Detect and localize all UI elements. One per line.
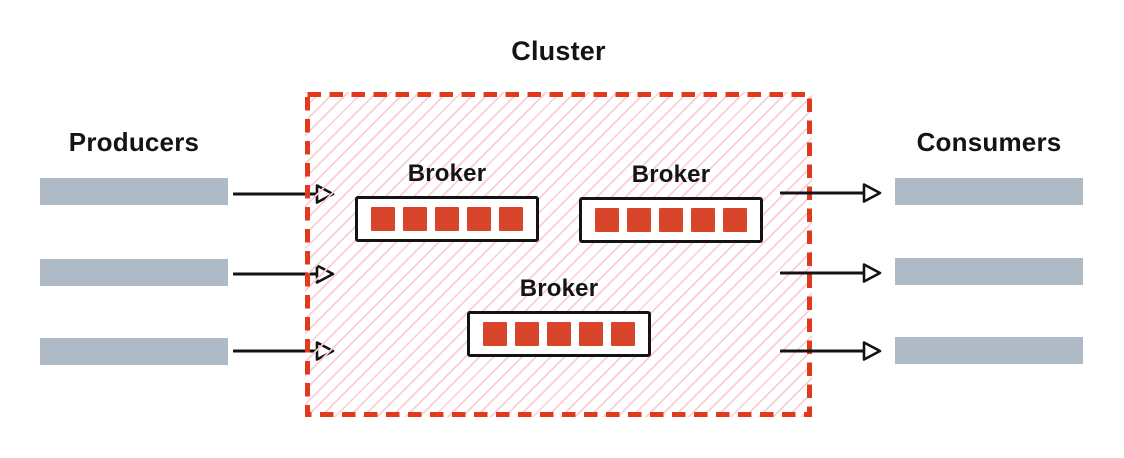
cluster-boundary [305,92,812,417]
broker-box [579,196,763,243]
partition-square [595,207,619,232]
broker-1: Broker [355,160,539,242]
broker-label: Broker [631,161,711,188]
partition-square [691,207,715,232]
partition-square [483,321,507,346]
consumer-arrow [780,263,882,283]
consumer-arrow [780,341,882,361]
partition-square [659,207,683,232]
consumer-arrow [780,183,882,203]
producer-bar [40,178,228,205]
partition-square [723,207,747,232]
broker-box [355,195,539,242]
broker-label: Broker [519,275,599,302]
broker-label: Broker [407,160,487,187]
partition-square [403,206,427,231]
partition-square [579,321,603,346]
partition-square [499,206,523,231]
consumer-bar [895,178,1083,205]
consumers-label: Consumers [916,127,1062,157]
partition-square [467,206,491,231]
partition-square [371,206,395,231]
producers-label: Producers [68,127,200,157]
partition-square [515,321,539,346]
cluster-dashed-border [305,92,812,417]
partition-square [627,207,651,232]
consumer-bar [895,258,1083,285]
broker-3: Broker [467,275,651,357]
producer-bar [40,259,228,286]
cluster-title: Cluster [511,36,606,66]
partition-square [547,321,571,346]
partition-square [611,321,635,346]
broker-2: Broker [579,161,763,243]
consumer-bar [895,337,1083,364]
broker-box [467,310,651,357]
producer-bar [40,338,228,365]
partition-square [435,206,459,231]
